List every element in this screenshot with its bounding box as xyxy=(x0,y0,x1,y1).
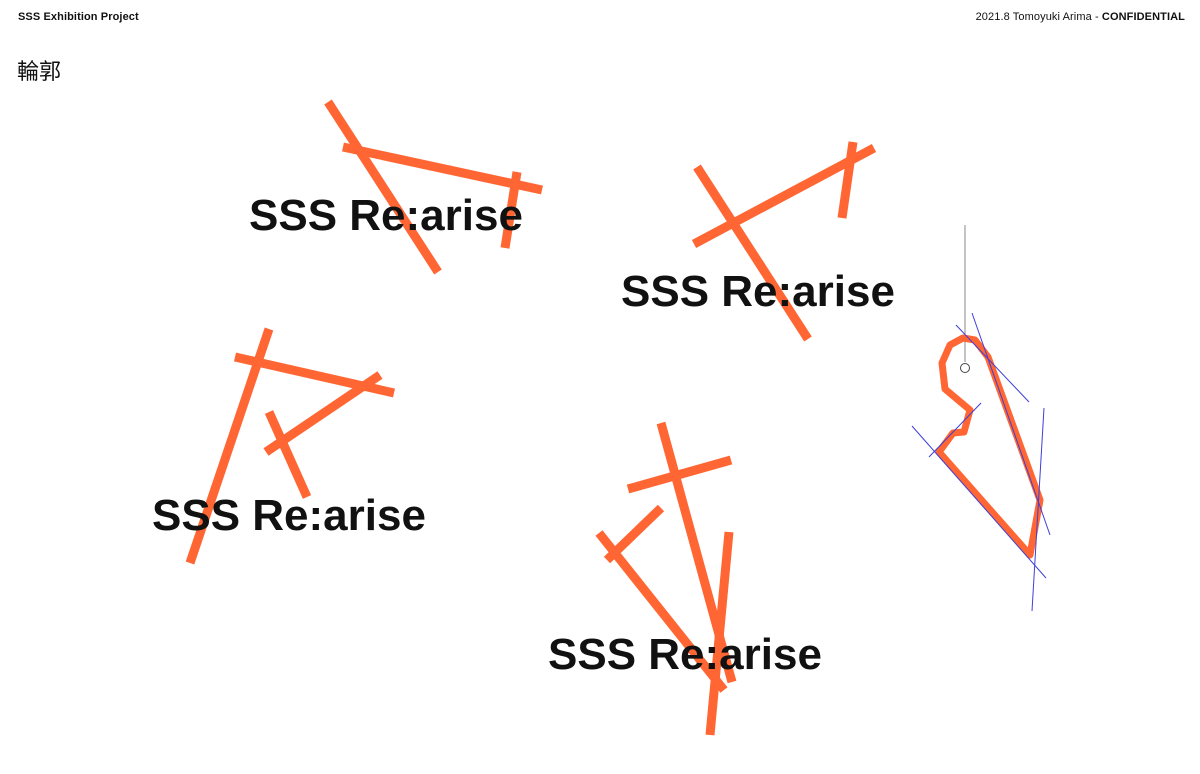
logo-text-4: SSS Re:arise xyxy=(548,630,822,679)
stroke xyxy=(342,142,543,195)
logo-text-2: SSS Re:arise xyxy=(621,267,895,316)
guide-line xyxy=(955,324,1030,403)
outline-diagram xyxy=(911,225,1051,612)
guide-line xyxy=(911,425,1047,579)
stroke xyxy=(500,171,522,249)
stroke xyxy=(837,141,858,219)
composition-3 xyxy=(185,327,395,565)
stroke xyxy=(595,530,728,693)
outline-shape xyxy=(935,334,1044,559)
stroke xyxy=(705,531,734,736)
stroke xyxy=(691,144,877,248)
page-title: 輪郭 xyxy=(17,60,62,85)
stroke xyxy=(693,164,812,342)
stroke xyxy=(185,327,274,565)
date-author: 2021.8 Tomoyuki Arima - xyxy=(975,11,1102,23)
guide-line xyxy=(971,312,1051,536)
project-name: SSS Exhibition Project xyxy=(18,11,139,23)
stroke xyxy=(234,352,395,398)
composition-2 xyxy=(691,141,877,342)
confidential-label: CONFIDENTIAL xyxy=(1101,11,1185,23)
stroke xyxy=(264,410,312,499)
stroke xyxy=(626,455,733,494)
composition-1 xyxy=(324,99,543,275)
guide-line xyxy=(928,402,982,458)
guide-line xyxy=(1031,407,1045,612)
anchor-point xyxy=(960,363,970,373)
stroke xyxy=(324,99,442,275)
tangent-guides xyxy=(911,312,1051,612)
logo-text-3: SSS Re:arise xyxy=(152,491,426,540)
logo-text-1: SSS Re:arise xyxy=(249,191,523,240)
composition-4 xyxy=(595,421,737,736)
header-meta: 2021.8 Tomoyuki Arima - CONFIDENTIAL xyxy=(976,11,1185,23)
